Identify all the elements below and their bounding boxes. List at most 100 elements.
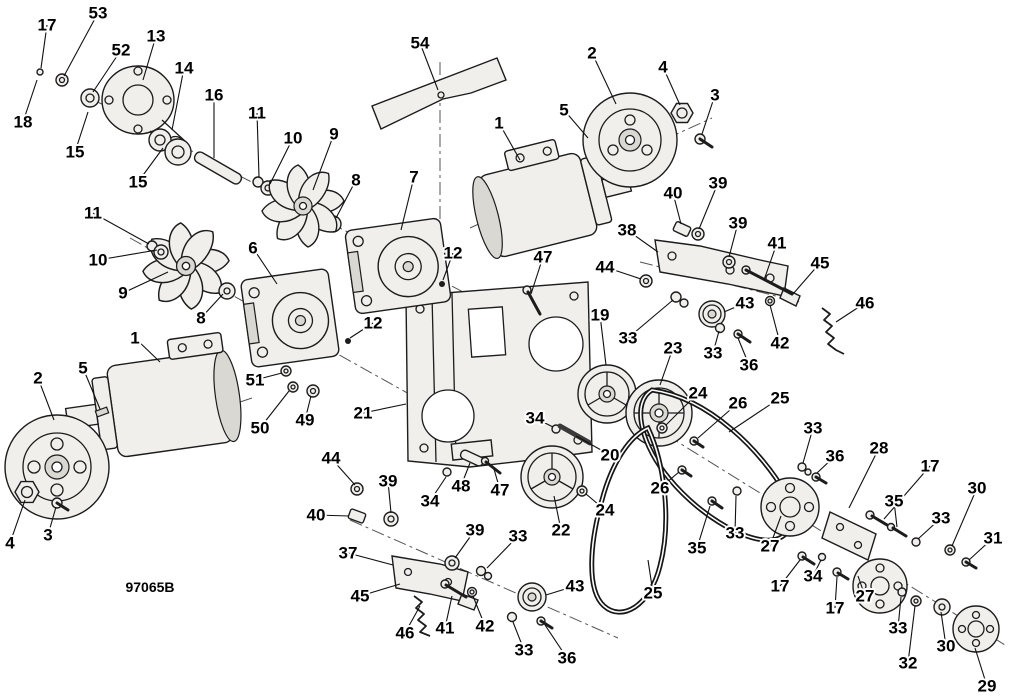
- part-label: 22: [552, 521, 571, 540]
- leader-line: [659, 471, 680, 489]
- part-label: 23: [664, 339, 683, 358]
- part-label: 3: [43, 526, 52, 545]
- part-label: 17: [826, 599, 845, 618]
- part-label: 31: [984, 529, 1003, 548]
- leader-line: [359, 583, 401, 597]
- leader-line: [728, 222, 739, 258]
- part-motor-upper: [472, 138, 633, 260]
- part-label: 1: [130, 329, 139, 348]
- part-belt-fasteners: [576, 422, 742, 510]
- part-label: 33: [619, 329, 638, 348]
- part-label: 35: [688, 539, 707, 558]
- part-bolt-lower: [51, 497, 70, 512]
- leader-line: [429, 476, 447, 502]
- leader-line: [883, 465, 931, 520]
- part-label: 39: [466, 521, 485, 540]
- leader-line: [779, 559, 801, 587]
- part-label: 43: [736, 294, 755, 313]
- leader-line: [137, 147, 164, 183]
- leader-line: [92, 49, 122, 93]
- part-label: 53: [89, 4, 108, 23]
- part-label: 12: [364, 314, 383, 333]
- part-label: 30: [968, 479, 987, 498]
- part-label: 34: [804, 567, 823, 586]
- part-label: 33: [889, 619, 908, 638]
- part-label: 3: [710, 86, 719, 105]
- part-label: 25: [771, 389, 790, 408]
- leader-line: [553, 495, 562, 531]
- part-label: 44: [322, 449, 341, 468]
- part-label: 33: [804, 419, 823, 438]
- leader-line: [857, 575, 866, 597]
- leader-line: [254, 372, 283, 381]
- part-label: 38: [618, 221, 637, 240]
- leader-line: [82, 367, 101, 410]
- leader-line: [493, 468, 501, 491]
- leader-line: [472, 595, 486, 627]
- part-label: 37: [339, 544, 358, 563]
- leader-line: [330, 457, 356, 486]
- leader-line: [171, 67, 185, 131]
- part-label: 15: [129, 173, 148, 192]
- part-mount-plate: [405, 281, 593, 468]
- part-label: 42: [476, 617, 495, 636]
- part-label: 32: [899, 654, 918, 673]
- part-label: 19: [591, 306, 610, 325]
- part-label: 39: [729, 214, 748, 233]
- leader-line: [763, 242, 778, 281]
- part-label: 27: [761, 537, 780, 556]
- part-pump-upper: [344, 217, 452, 315]
- leader-lines: [9, 12, 994, 687]
- part-label: 26: [729, 394, 748, 413]
- leader-line: [575, 435, 611, 456]
- part-nut-lower: [14, 480, 40, 504]
- leader-line: [40, 24, 48, 69]
- leader-line: [498, 122, 521, 161]
- leader-line: [792, 262, 821, 295]
- part-label: 11: [248, 104, 266, 123]
- leader-line: [728, 397, 781, 433]
- part-label: 45: [351, 587, 370, 606]
- leader-line: [907, 605, 916, 664]
- part-label: 33: [704, 344, 723, 363]
- part-key-lower: [94, 406, 110, 418]
- part-label: 17: [771, 577, 790, 596]
- leader-line: [259, 390, 290, 429]
- leader-line: [387, 480, 392, 514]
- part-label: 9: [329, 125, 338, 144]
- part-label: 8: [196, 309, 205, 328]
- diagram-artwork: [4, 57, 1006, 653]
- leader-line: [134, 337, 161, 363]
- part-label: 24: [689, 384, 708, 403]
- part-label: 41: [436, 619, 455, 638]
- part-guard-plate: [371, 57, 507, 130]
- part-label: 20: [601, 446, 620, 465]
- leader-line: [315, 514, 350, 517]
- part-label: 18: [14, 113, 33, 132]
- part-fan-lower: [143, 223, 229, 309]
- part-label: 25: [644, 584, 663, 603]
- part-hub-flange: [36, 65, 192, 166]
- leader-line: [419, 42, 439, 91]
- part-label: 21: [354, 404, 373, 423]
- leader-line: [442, 252, 454, 281]
- part-label: 30: [937, 637, 956, 656]
- part-label: 33: [509, 527, 528, 546]
- leader-line: [256, 112, 260, 178]
- part-label: 45: [811, 254, 830, 273]
- part-label: 54: [411, 34, 430, 53]
- leader-line: [893, 500, 898, 528]
- part-label: 11: [84, 204, 102, 223]
- part-label: 29: [978, 677, 997, 696]
- part-label: 5: [78, 359, 87, 378]
- leader-line: [599, 314, 607, 366]
- part-pulley-upper: [582, 92, 678, 188]
- leader-line: [835, 302, 866, 323]
- part-washers-lower: [146, 240, 236, 300]
- leader-line: [834, 576, 838, 609]
- leader-line: [974, 647, 988, 687]
- part-label: 42: [771, 334, 790, 353]
- leader-line: [802, 427, 814, 464]
- leader-line: [545, 585, 576, 596]
